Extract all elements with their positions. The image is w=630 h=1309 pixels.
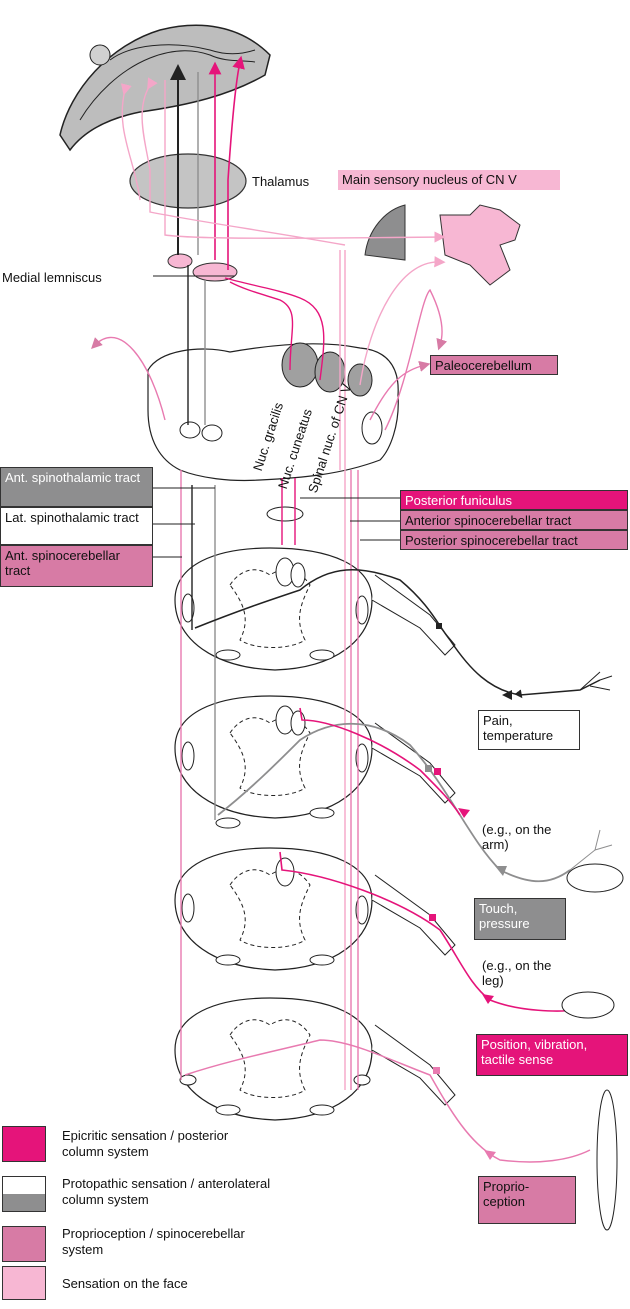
legend-swatch-protopathic (2, 1176, 46, 1212)
main-sensory-nucleus-label: Main sensory nucleus of CN V (338, 170, 560, 190)
trigeminal-ganglion-shape (439, 204, 521, 286)
thalamus-label: Thalamus (252, 174, 310, 189)
posterior-funiculus-oval (266, 506, 304, 522)
medial-lemniscus-shape (167, 253, 193, 269)
lat-spinothalamic-label: Lat. spinothalamic tract (0, 507, 153, 545)
eg-arm-label: (e.g., on the arm) (482, 822, 552, 852)
posterior-spinocerebellar-label: Posterior spinocerebellar tract (400, 530, 628, 550)
legend-text-face: Sensation on the face (62, 1276, 188, 1291)
eg-leg-label: (e.g., on the leg) (482, 958, 552, 988)
thalamus-shape (129, 153, 247, 209)
legend-text-protopathic: Protopathic sensation / anterolateral co… (62, 1176, 271, 1207)
legend-text-epicritic: Epicritic sensation / posterior column s… (62, 1128, 229, 1159)
medial-lemniscus-shape-2 (192, 262, 238, 282)
position-vibration-label: Position, vibration, tactile sense (476, 1034, 628, 1076)
ant-spinocerebellar-left-label: Ant. spinocerebellar tract (0, 545, 153, 587)
proprioception-label: Proprio-ception (478, 1176, 576, 1224)
touch-pressure-label: Touch, pressure (474, 898, 566, 940)
ant-spinothalamic-label: Ant. spinothalamic tract (0, 467, 153, 507)
posterior-funiculus-label: Posterior funiculus (400, 490, 628, 510)
legend-swatch-face (2, 1266, 46, 1300)
main-sensory-nucleus-shape (364, 204, 406, 261)
paleocerebellum-label: Paleocerebellum (430, 355, 558, 375)
label-leader-lines (153, 180, 400, 558)
legend-swatch-epicritic (2, 1126, 46, 1162)
vertical-tracts (91, 55, 448, 1090)
spinal-cord-sections (174, 547, 456, 1121)
pain-temperature-label: Pain, temperature (478, 710, 580, 750)
peripheral-pathways (184, 569, 624, 1231)
anterior-spinocerebellar-label: Anterior spinocerebellar tract (400, 510, 628, 530)
medial-lemniscus-label: Medial lemniscus (2, 270, 102, 285)
legend-swatch-proprioception (2, 1226, 46, 1262)
legend-text-proprioception: Proprioception / spinocerebellar system (62, 1226, 245, 1257)
